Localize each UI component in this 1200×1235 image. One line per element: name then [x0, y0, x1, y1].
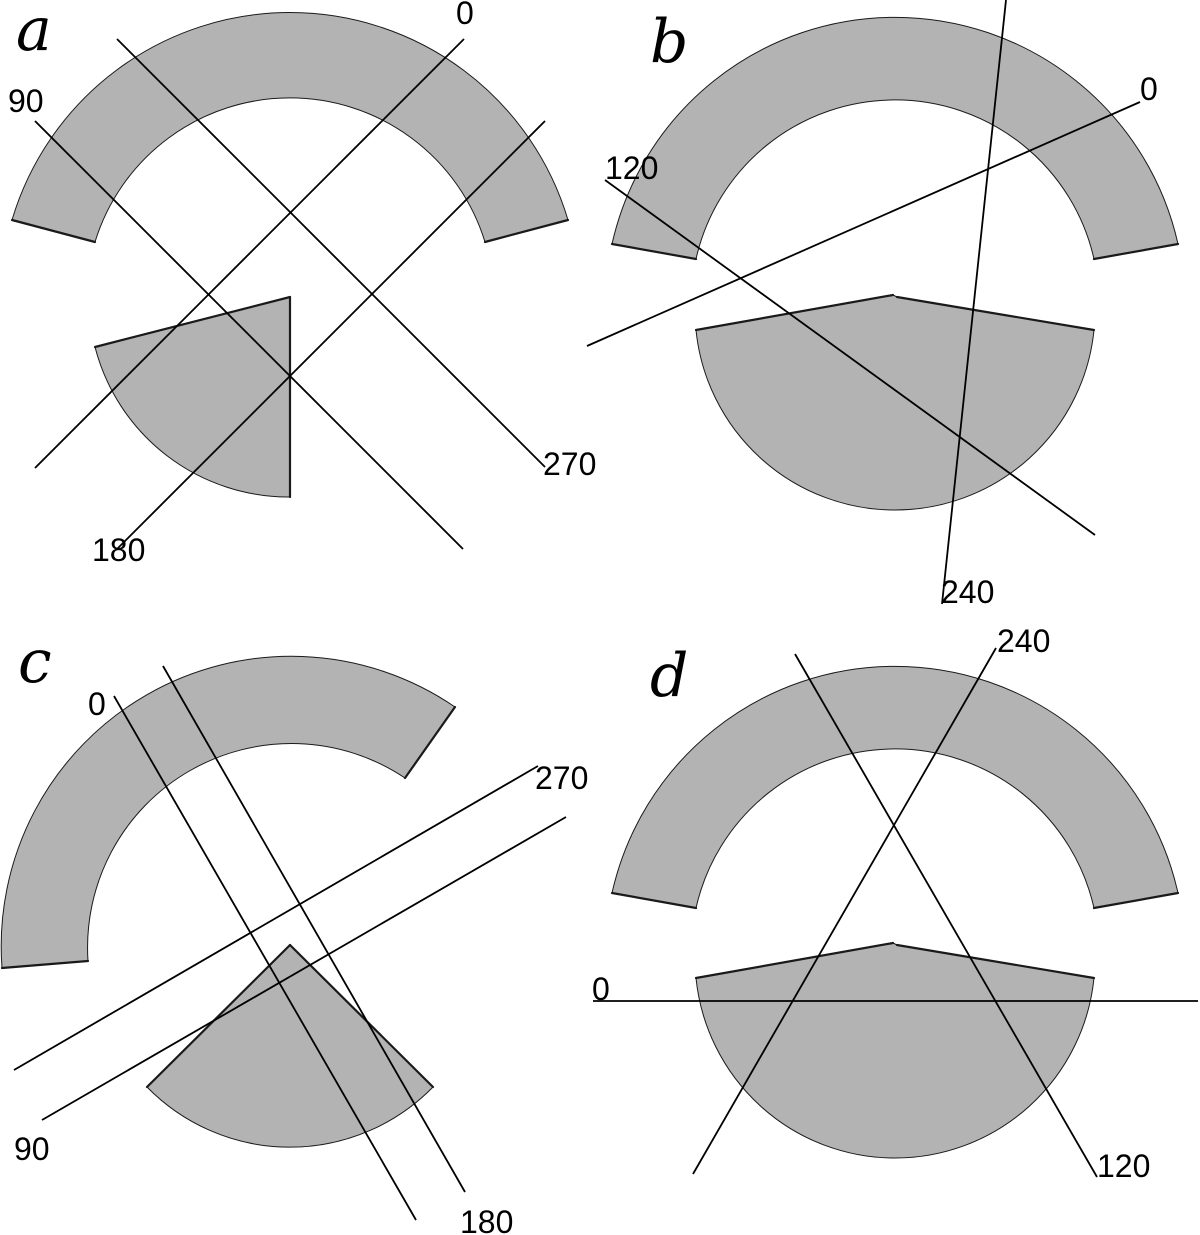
- panel-d-arc-band: [611, 665, 1179, 909]
- panel-d-sector-edge-left: [694, 941, 895, 980]
- panel-b-label: b: [650, 7, 688, 77]
- panel-a-line-270: [116, 38, 546, 468]
- panel-a-sector-edge-top: [93, 295, 292, 349]
- panel-b-line-0: [586, 101, 1141, 347]
- panel-c-angle-180: 180: [460, 1204, 513, 1235]
- panel-c-arc-band-end-top: [403, 705, 457, 780]
- panel-d-arc-band-end-left: [610, 891, 698, 910]
- panel-d-sector: [695, 942, 1095, 1159]
- panel-d-arc-band-end-right: [1092, 891, 1180, 910]
- panel-c-sector: [146, 944, 434, 1148]
- panel-c-line-270: [13, 765, 539, 1071]
- panel-c-line-180: [162, 665, 466, 1193]
- panel-c-sector-edge-right: [288, 943, 435, 1089]
- panel-b-angle-0: 0: [1140, 71, 1158, 107]
- panel-b-line-120: [604, 179, 1096, 536]
- panel-a-arc-band: [11, 12, 569, 243]
- panel-d-label: d: [650, 641, 688, 711]
- panel-a-angle-90: 90: [8, 83, 44, 119]
- panel-b-arc-band-end-left: [610, 242, 698, 261]
- panel-d-sector-edge-right: [895, 943, 1096, 980]
- panel-c-angle-270: 270: [535, 760, 588, 796]
- panel-a-line-180: [116, 120, 546, 550]
- panel-b-angle-120: 120: [605, 150, 658, 186]
- panel-c-line-90: [41, 816, 567, 1121]
- panel-b-sector-edge-left: [694, 293, 895, 332]
- panel-c-sector-edge-left: [145, 943, 292, 1089]
- panel-b: b 0 120 240: [586, 0, 1180, 610]
- panel-b-arc-band-end-right: [1092, 242, 1180, 261]
- panel-a: a 0 90 180 270: [8, 0, 596, 568]
- panel-c-label: c: [18, 627, 52, 697]
- panel-d-line-120: [794, 653, 1098, 1178]
- panel-d-angle-240: 240: [997, 623, 1050, 659]
- panel-c-arc-band: [0, 655, 456, 969]
- panel-c: c 0 90 180 270: [0, 627, 588, 1235]
- panel-a-line-0: [34, 38, 465, 469]
- panel-a-arc-band-end-left: [10, 218, 97, 244]
- panel-d: d 0 120 240: [592, 623, 1198, 1184]
- panel-a-angle-0: 0: [456, 0, 474, 31]
- panel-a-sector: [94, 296, 291, 498]
- panel-a-arc-band-end-right: [483, 218, 570, 244]
- panel-a-label: a: [16, 0, 52, 65]
- panel-a-angle-270: 270: [543, 446, 596, 482]
- panel-d-angle-0: 0: [592, 971, 610, 1007]
- panel-c-angle-90: 90: [14, 1131, 50, 1167]
- panel-d-angle-120: 120: [1097, 1148, 1150, 1184]
- panel-c-line-0: [113, 695, 417, 1221]
- panel-c-angle-0: 0: [88, 686, 106, 722]
- panel-b-arc-band: [611, 16, 1179, 260]
- panel-b-sector: [695, 294, 1095, 511]
- panel-b-angle-240: 240: [941, 574, 994, 610]
- panel-a-angle-180: 180: [92, 532, 145, 568]
- panel-b-line-240: [941, 0, 1007, 605]
- panel-a-line-90: [34, 120, 464, 550]
- panel-d-line-240: [692, 647, 997, 1175]
- panel-b-sector-edge-right: [895, 295, 1096, 332]
- panel-c-arc-band-end-left: [0, 959, 90, 970]
